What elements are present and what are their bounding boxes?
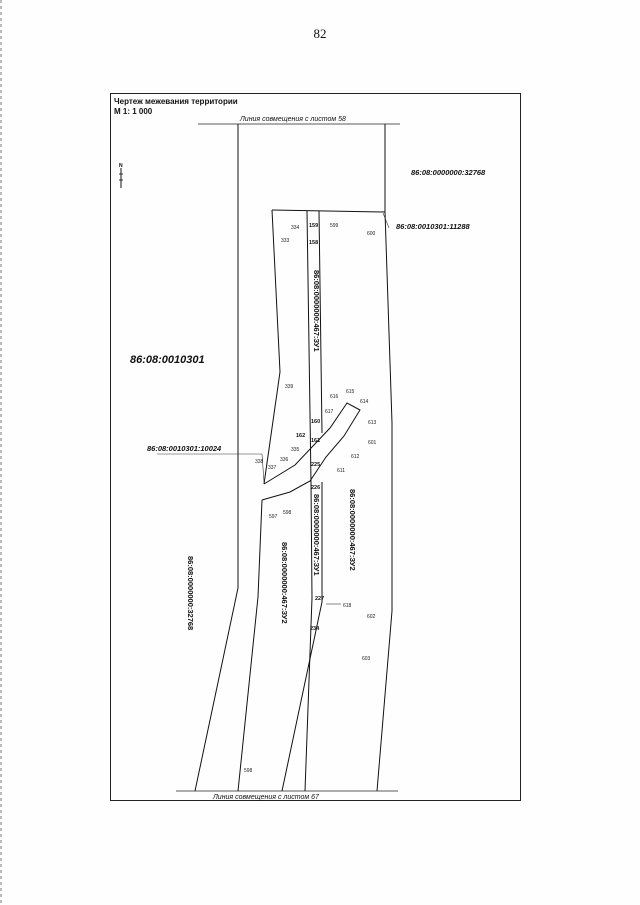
point-label: 612: [351, 454, 360, 460]
drawing-scale: М 1: 1 000: [114, 107, 153, 116]
point-label: 226: [311, 485, 320, 491]
point-label: 161: [311, 438, 320, 444]
parcel-label-zu2-left: 86:08:0000000:467:ЗУ2: [280, 542, 289, 624]
parcel-label-11288: 86:08:0010301:11288: [396, 222, 471, 231]
parcel-label-zu1-upper: 86:08:0000000:467:ЗУ1: [312, 270, 321, 352]
parcel-339-boundary: [263, 209, 281, 485]
point-label: 598: [244, 768, 253, 774]
parcel-label-32768-top: 86:08:0000000:32768: [411, 168, 486, 177]
point-label: 335: [291, 447, 300, 453]
point-label: 613: [368, 420, 377, 426]
point-label: 603: [362, 656, 371, 662]
page-number: 82: [313, 26, 327, 41]
crossing-boundary: [261, 402, 361, 501]
left-boundary-line: [194, 124, 239, 792]
parcel-label-32768-left: 86:08:0000000:32768: [186, 556, 195, 630]
zu1-lower-left-boundary: [304, 481, 313, 792]
point-label: 336: [280, 457, 289, 463]
parcel-label-10024: 86:08:0010301:10024: [147, 444, 222, 453]
point-label: 333: [281, 238, 290, 244]
point-label: 600: [367, 231, 376, 237]
top-match-caption: Линия совмещения с листом 58: [239, 116, 346, 123]
zu1-upper-right-boundary: [318, 210, 323, 434]
point-label: 611: [337, 468, 345, 474]
point-label: 160: [311, 419, 320, 425]
point-numbers: 333 334 159 158 599 600 339 616 615 614 …: [244, 223, 377, 774]
point-label: 227: [315, 596, 324, 602]
drawing-frame: [110, 93, 521, 801]
point-label: 337: [268, 465, 277, 471]
scan-edge: [0, 0, 2, 905]
point-label: 597: [269, 514, 278, 520]
zu1-upper-left-boundary: [306, 210, 312, 483]
leader-11288: [382, 212, 390, 229]
point-label: 159: [309, 223, 318, 229]
point-label: 599: [330, 223, 339, 229]
drawing-title: Чертеж межевания территории: [114, 97, 238, 106]
point-label: 334: [291, 225, 300, 231]
point-label: 618: [343, 603, 352, 609]
north-arrow-icon: N: [119, 163, 123, 188]
point-label: 617: [325, 409, 334, 415]
point-label: 158: [309, 240, 318, 246]
point-label: 234: [310, 626, 320, 632]
point-label: 614: [360, 399, 369, 405]
point-label: 602: [367, 614, 376, 620]
point-label: 225: [311, 462, 320, 468]
top-cross-boundary: [271, 209, 386, 213]
right-boundary-line: [376, 124, 393, 792]
parcel-label-zu1-lower: 86:08:0000000:467:ЗУ1: [312, 494, 321, 576]
point-label: 338: [255, 459, 264, 465]
bottom-match-caption: Линия совмещения с листом 67: [212, 794, 320, 801]
zu1-lower-right-boundary: [281, 482, 323, 792]
point-label: 339: [285, 384, 294, 390]
point-label: 162: [296, 433, 305, 439]
point-label: 598: [283, 510, 292, 516]
svg-text:N: N: [119, 163, 123, 169]
point-label: 616: [330, 394, 339, 400]
parcel-label-zu2-right: 86:08:0000000:467:ЗУ2: [348, 489, 357, 571]
point-label: 615: [346, 389, 355, 395]
cadastral-block-label: 86:08:0010301: [130, 354, 205, 366]
zu2-left-boundary: [237, 499, 263, 792]
point-label: 601: [368, 440, 377, 446]
